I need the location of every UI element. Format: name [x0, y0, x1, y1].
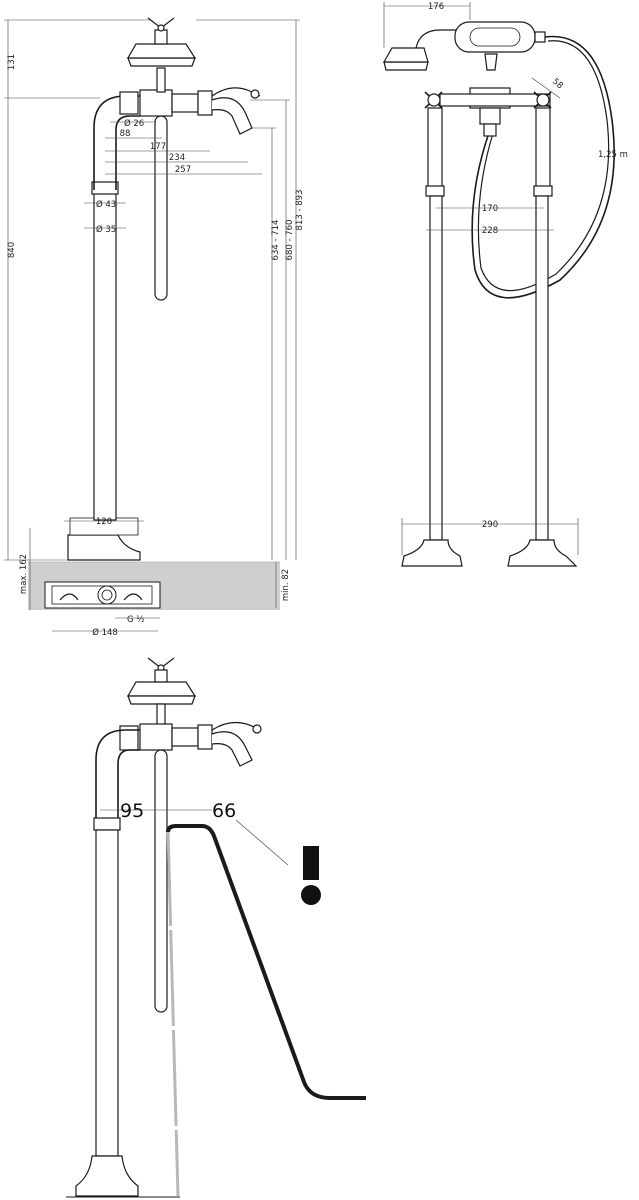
dim-dia-35: Ø 35 — [96, 224, 116, 235]
right-cross-handle — [536, 93, 550, 107]
dim-813-893: 813 - 893 — [295, 190, 305, 231]
dim-dia-148: Ø 148 — [92, 627, 118, 638]
handshower-top — [127, 57, 196, 67]
right-leg — [535, 195, 549, 541]
dim-170: 170 — [482, 204, 498, 214]
dim-120: 120 — [96, 517, 112, 527]
dim-58: 58 — [550, 77, 565, 92]
right-foot — [507, 539, 578, 567]
hose — [471, 35, 615, 299]
dim-88: 88 — [120, 129, 131, 139]
dim-177: 177 — [150, 142, 166, 152]
dim-176: 176 — [428, 2, 444, 12]
valve-body — [139, 89, 173, 117]
clearance-riser — [95, 829, 119, 1157]
dim-min-82: min. 82 — [281, 569, 291, 601]
base-flange — [67, 534, 141, 561]
dim-234: 234 — [169, 153, 185, 163]
bridge-pipe — [439, 93, 551, 107]
left-foot — [401, 539, 463, 567]
dim-dia-26: Ø 26 — [124, 118, 144, 129]
dim-dia-43: Ø 43 — [96, 199, 116, 210]
front-view: 176 58 1,25 m 170 228 290 — [382, 2, 628, 567]
dim-680-760: 680 - 760 — [285, 220, 295, 261]
bathtub-rim — [166, 824, 366, 1100]
dim-131: 131 — [7, 54, 17, 70]
left-leg — [429, 195, 443, 541]
dim-95: 95 — [120, 800, 144, 822]
spout — [211, 97, 253, 135]
dim-hose-length: 1,25 m — [598, 150, 628, 160]
dim-228: 228 — [482, 226, 498, 236]
left-cross-handle — [427, 93, 441, 107]
riser-pipe — [93, 189, 117, 521]
clearance-view: 95 66 — [66, 657, 366, 1198]
side-view: 131 840 813 - 893 680 - 760 634 - 714 mi… — [4, 17, 305, 638]
handshower-handle — [454, 21, 536, 53]
shower-head — [383, 61, 429, 71]
dim-max-162: max. 162 — [19, 554, 29, 594]
dim-257: 257 — [175, 165, 191, 175]
dim-840: 840 — [7, 242, 17, 258]
water-stream — [166, 829, 180, 1197]
dim-g-half: G ½ — [127, 615, 145, 625]
dim-66: 66 — [212, 800, 236, 822]
dim-634-714: 634 - 714 — [271, 220, 281, 261]
exclamation-icon — [301, 846, 321, 905]
dim-290: 290 — [482, 520, 498, 530]
